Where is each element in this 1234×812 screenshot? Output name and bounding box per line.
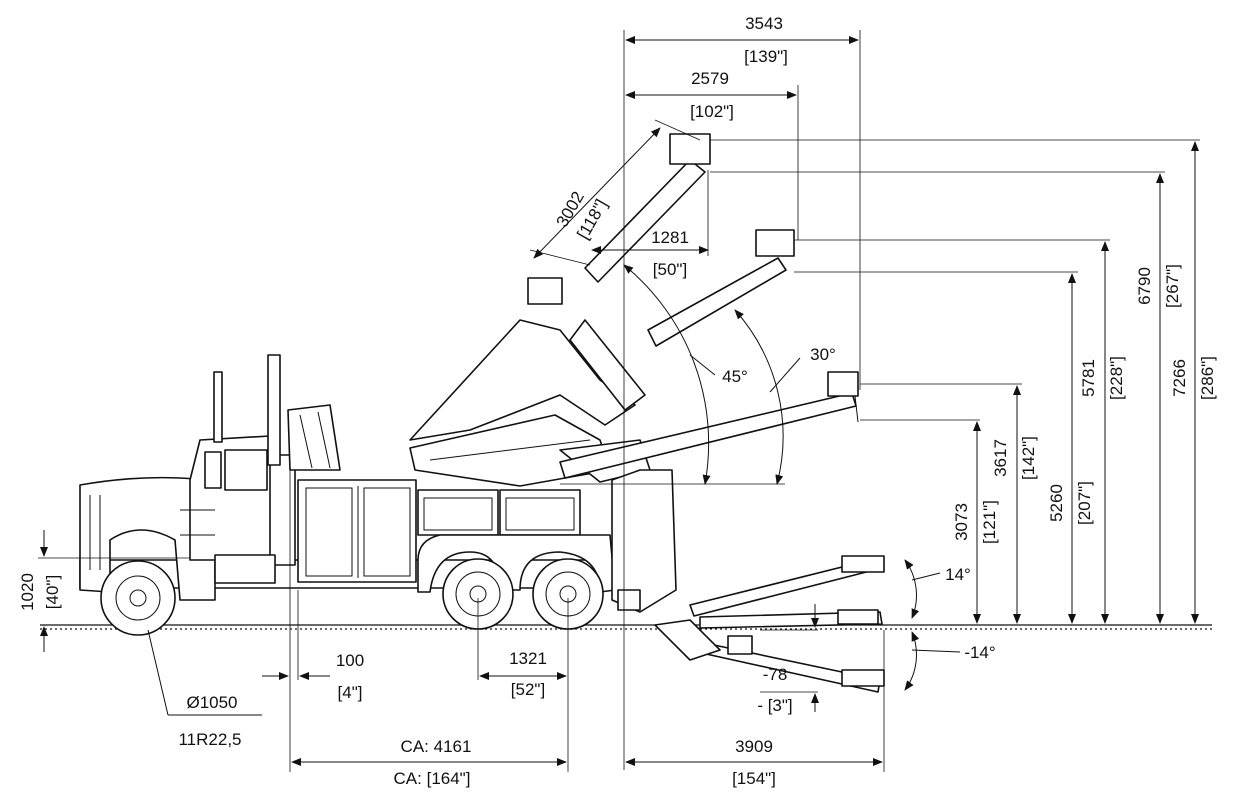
label-mid-reach-in: [102"]	[690, 102, 734, 121]
service-body	[287, 404, 616, 593]
boom-45-lower	[409, 277, 646, 441]
label-height-45-low-mm: 5260	[1047, 484, 1066, 522]
ground-line	[40, 624, 1212, 630]
dimension-labels: 3543 [139"] 2579 [102"] 3002 [118"] 1281…	[18, 14, 1217, 788]
front-wheel	[100, 560, 176, 636]
underlift	[611, 469, 885, 693]
label-rear-gap-mm: 100	[336, 651, 364, 670]
label-angle-30: 30°	[810, 345, 836, 364]
label-extension-mm: 1281	[651, 228, 689, 247]
label-underlift-reach-mm: 3909	[735, 737, 773, 756]
label-max-height-top-in: [267"]	[1163, 264, 1182, 308]
label-height-45-mm: 5781	[1079, 359, 1098, 397]
boom-extended-mid	[647, 229, 795, 347]
label-tire-size: 11R22,5	[178, 730, 241, 749]
label-rear-gap-in: [4"]	[338, 683, 363, 702]
label-height-30-low-mm: 3073	[952, 503, 971, 541]
truck-body	[79, 354, 621, 601]
label-angle-up-14: 14°	[945, 565, 971, 584]
label-angle-45: 45°	[722, 367, 748, 386]
label-mid-reach-mm: 2579	[691, 69, 729, 88]
label-frame-height-in: [40"]	[43, 575, 62, 609]
label-height-30-low-in: [121"]	[980, 500, 999, 544]
rear-wheel-1	[442, 558, 514, 630]
rear-wheel-2	[532, 558, 604, 630]
label-angle-down-14: -14°	[964, 643, 995, 662]
label-top-reach-mm: 3543	[745, 14, 783, 33]
label-below-grade-mm: -78	[763, 665, 788, 684]
label-max-height-tip-in: [286"]	[1198, 356, 1217, 400]
label-height-30-mm: 3617	[991, 439, 1010, 477]
label-height-45-in: [228"]	[1107, 356, 1126, 400]
label-max-height-tip-mm: 7266	[1170, 359, 1189, 397]
label-underlift-reach-in: [154"]	[732, 769, 776, 788]
dimension-lines	[38, 30, 1200, 772]
label-cab-to-axle-in: CA: [164"]	[394, 769, 471, 788]
label-below-grade-in: - [3"]	[757, 696, 792, 715]
label-extension-in: [50"]	[653, 260, 687, 279]
label-max-height-top-mm: 6790	[1135, 267, 1154, 305]
label-tire-diameter: Ø1050	[186, 693, 237, 712]
label-tandem-mm: 1321	[509, 649, 547, 668]
label-top-reach-in: [139"]	[744, 47, 788, 66]
label-tandem-in: [52"]	[511, 680, 545, 699]
label-frame-height-mm: 1020	[18, 573, 37, 611]
label-height-45-low-in: [207"]	[1075, 481, 1094, 525]
label-height-30-in: [142"]	[1019, 436, 1038, 480]
label-cab-to-axle-mm: CA: 4161	[401, 737, 472, 756]
